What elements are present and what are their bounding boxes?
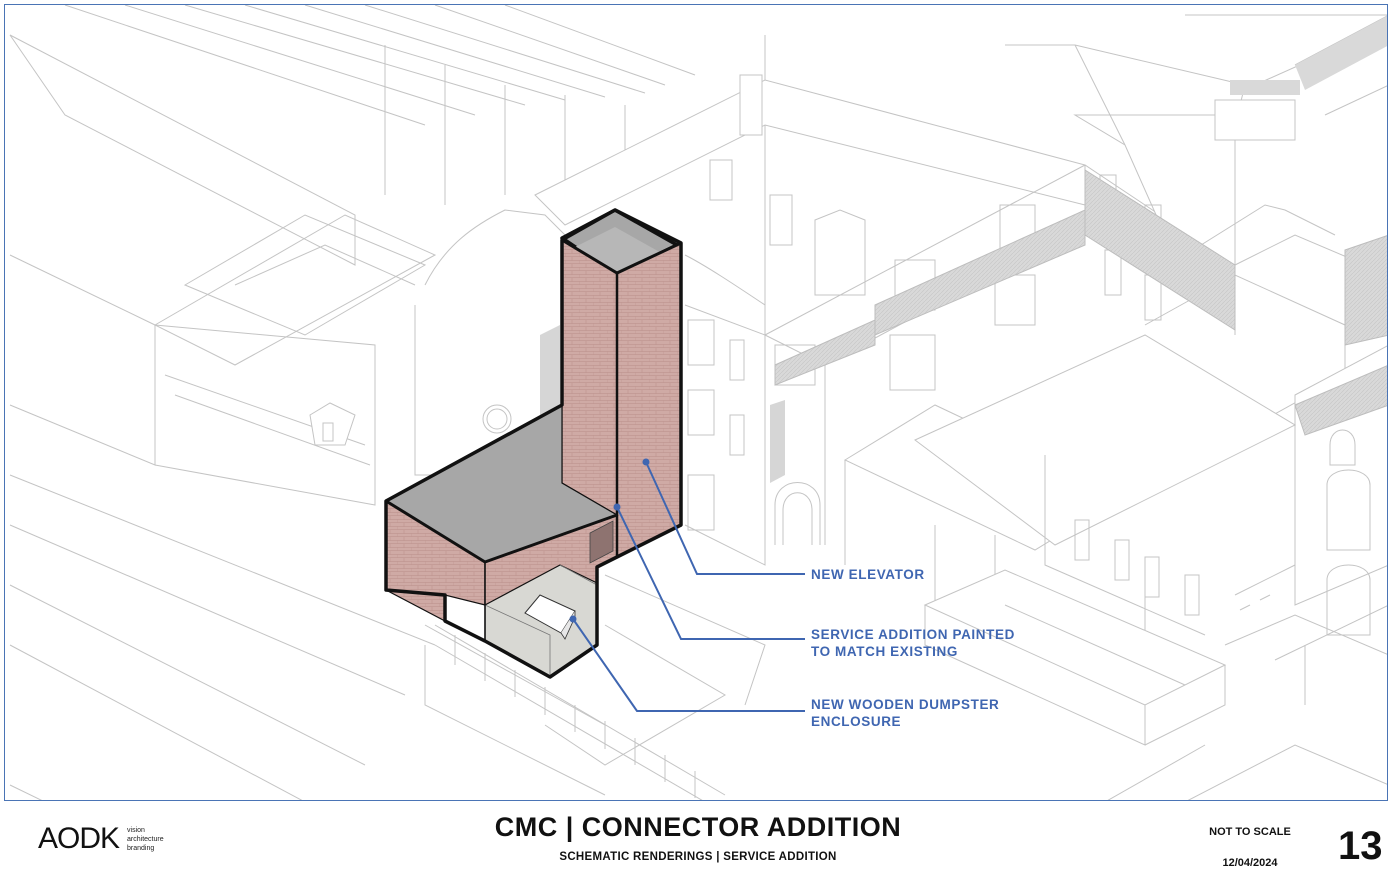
- page-number: 13: [1338, 824, 1383, 868]
- callout-service-addition-painted: SERVICE ADDITION PAINTED TO MATCH EXISTI…: [811, 627, 1015, 659]
- sheet-date: 12/04/2024: [1222, 857, 1278, 869]
- context-buildings: [9, 5, 1387, 800]
- logo-tagline: vision architecture branding: [127, 826, 164, 852]
- callout-new-elevator: NEW ELEVATOR: [811, 567, 925, 582]
- context-shadows: [540, 16, 1387, 483]
- callout-leaders: [572, 461, 805, 712]
- elevator-tower-west-wall: [561, 238, 618, 517]
- firm-logo: AODK vision architecture branding: [38, 822, 164, 856]
- sheet-subtitle: SCHEMATIC RENDERINGS | SERVICE ADDITION: [559, 851, 837, 863]
- callout-dumpster-enclosure: NEW WOODEN DUMPSTER ENCLOSURE: [811, 697, 1000, 729]
- elevator-tower-east-wall: [616, 242, 682, 558]
- axonometric-drawing: [9, 5, 1387, 800]
- callout-dots: [569, 458, 650, 623]
- drawing-frame: NEW ELEVATOR SERVICE ADDITION PAINTED TO…: [4, 4, 1388, 801]
- sheet-title: CMC | CONNECTOR ADDITION: [494, 812, 902, 842]
- logo-wordmark: AODK: [38, 822, 120, 855]
- service-addition: [384, 208, 683, 679]
- scale-note: NOT TO SCALE: [1209, 826, 1291, 838]
